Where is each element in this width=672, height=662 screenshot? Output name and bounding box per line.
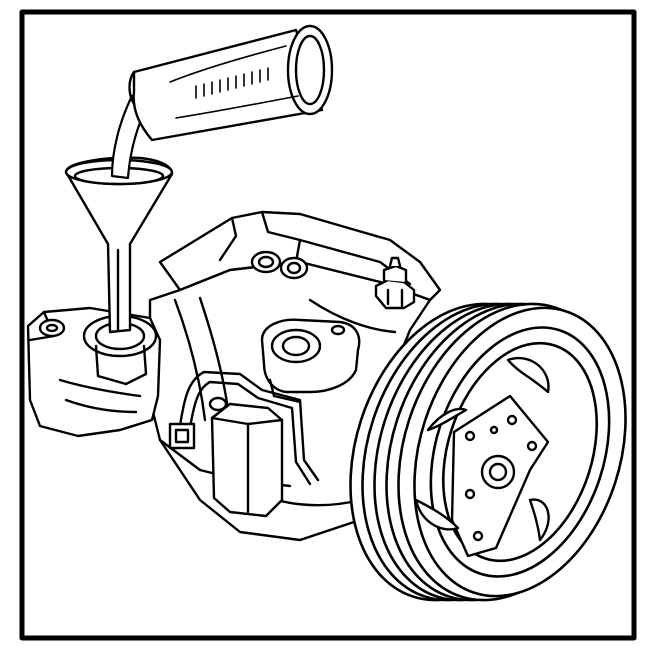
valve-fitting — [374, 256, 416, 310]
funnel — [64, 156, 174, 334]
connector-housing — [208, 396, 284, 518]
mounting-bracket — [26, 306, 162, 438]
measuring-cup — [128, 24, 334, 142]
clutch-hub — [414, 357, 550, 558]
service-port-block — [260, 318, 361, 404]
wire-harness — [168, 370, 320, 486]
